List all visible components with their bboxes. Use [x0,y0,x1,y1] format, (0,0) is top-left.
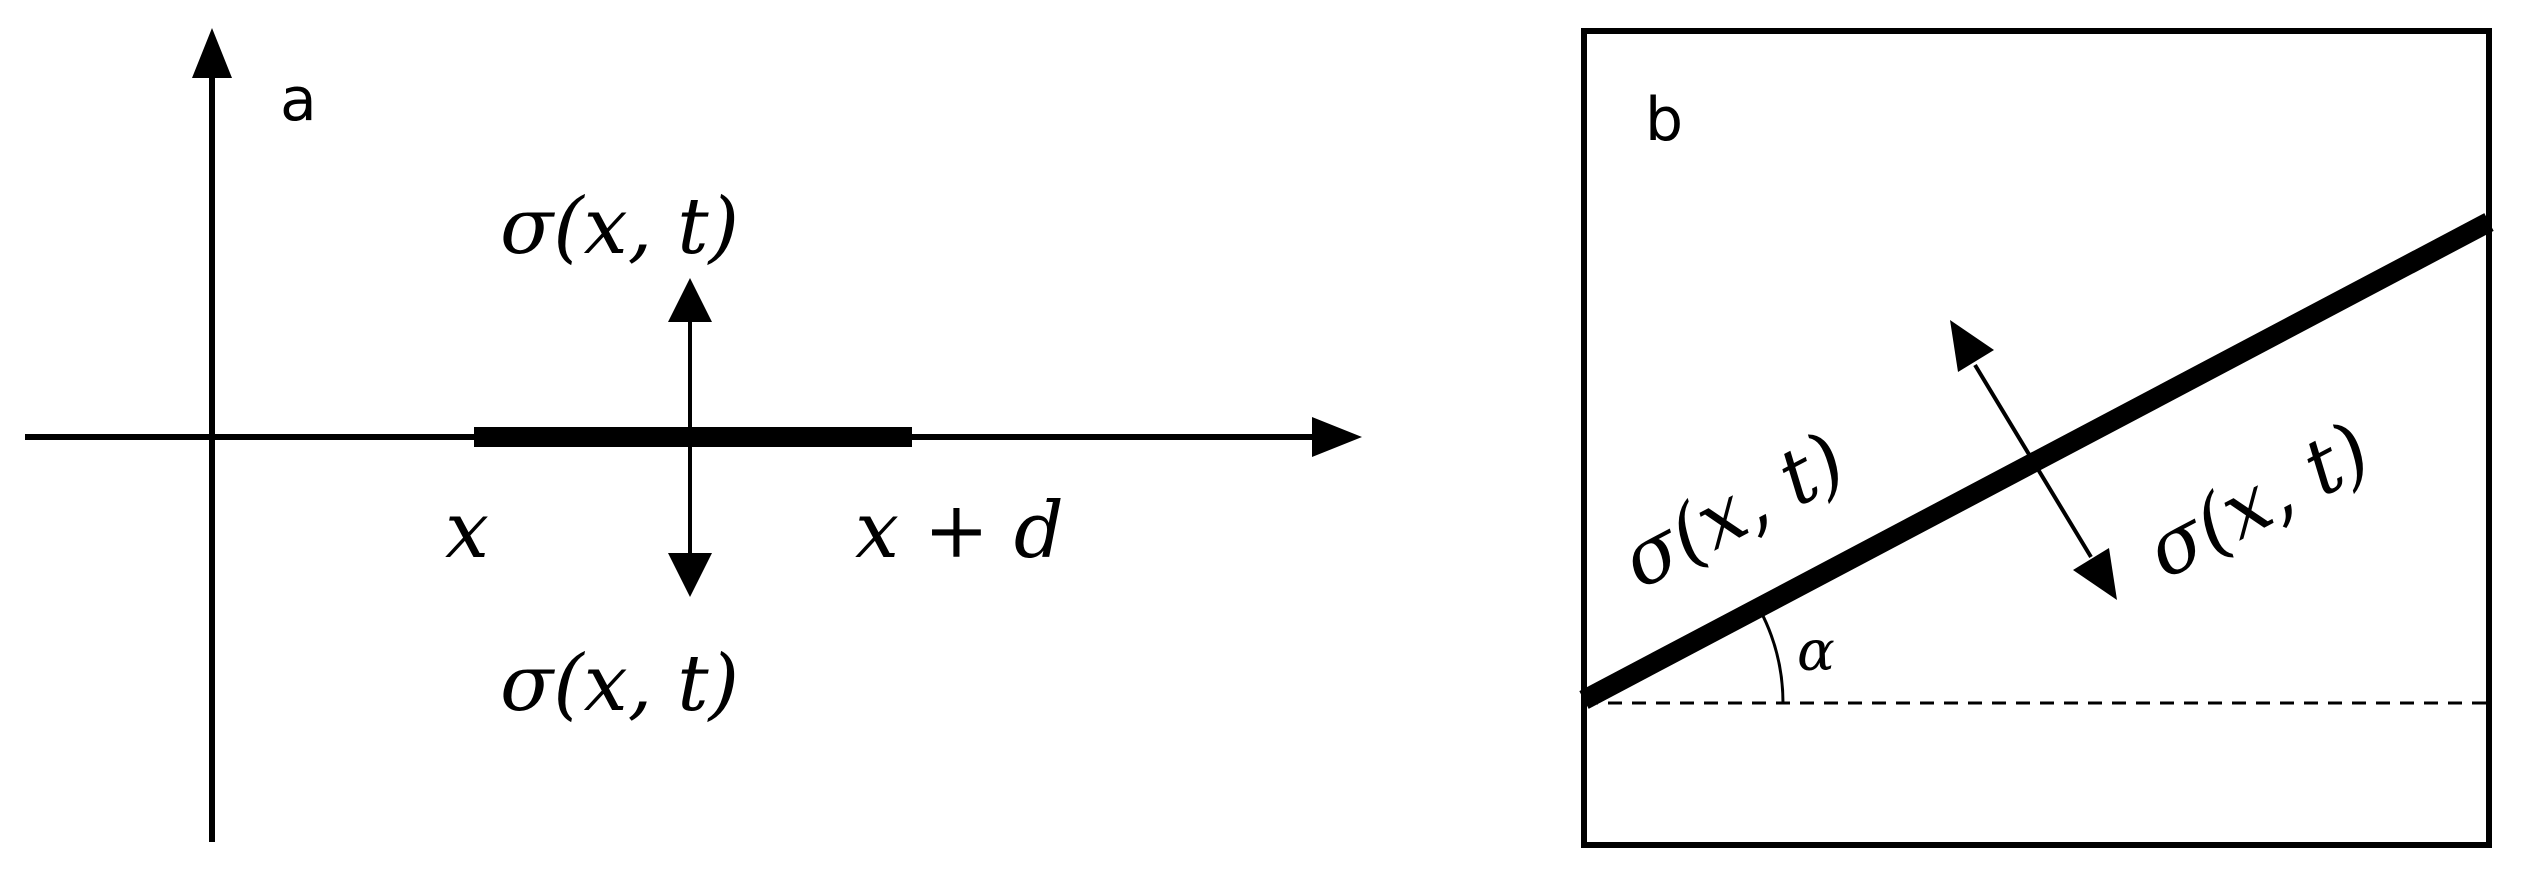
panel-b-frame [1581,28,2492,848]
stress-lower-right-label: σ(x, t) [2132,406,2385,597]
panel-a: a σ(x, t) σ(x, t) x x + d [25,28,1362,842]
left-end-label: x [445,486,489,576]
stress-up-arrowhead [668,278,712,322]
angle-label: α [1797,619,1835,684]
normal-arrowhead-down [2073,548,2117,600]
stress-down-arrowhead [668,553,712,597]
stress-bottom-label: σ(x, t) [500,639,739,729]
panel-b-label: b [1645,85,1683,155]
panel-b: b α σ(x, t) σ(x, t) [1579,28,2494,848]
y-axis-arrowhead [192,28,232,78]
x-axis-arrowhead [1312,417,1362,457]
normal-arrowhead-up [1950,320,1994,372]
angle-arc [1758,609,1785,704]
inclined-crack [1579,213,2494,709]
stress-top-label: σ(x, t) [500,182,739,272]
right-end-label: x + d [855,486,1064,576]
normal-stress-arrow-shaft [1973,363,2093,559]
panel-a-label: a [280,65,317,135]
